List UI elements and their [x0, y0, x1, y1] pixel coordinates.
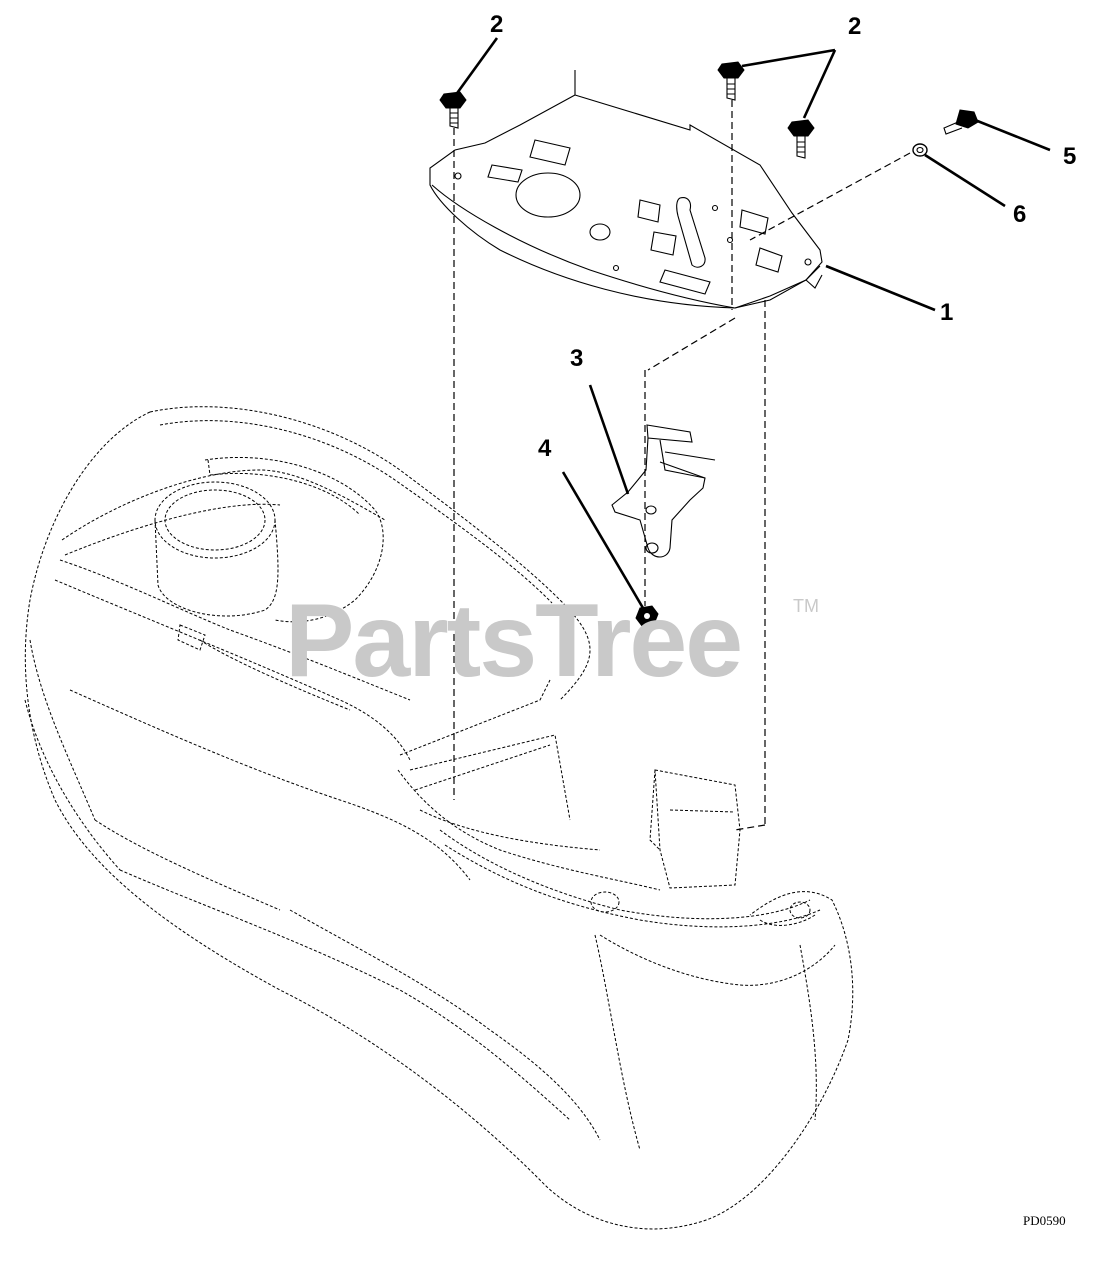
diagram-reference-code: PD0590	[1023, 1213, 1066, 1228]
callout-5: 5	[1063, 143, 1076, 170]
leader-lines	[453, 37, 1051, 609]
control-bracket	[611, 424, 716, 558]
watermark-brand: PartsTree	[285, 583, 741, 699]
fender-body	[24, 406, 854, 1230]
nut-4	[635, 605, 659, 627]
callout-6: 6	[1013, 201, 1026, 228]
callout-1: 1	[940, 299, 953, 326]
washer-6	[912, 143, 928, 157]
watermark-tm: TM	[793, 596, 819, 616]
control-panel-plate	[429, 70, 823, 309]
bolt-2-right	[787, 119, 815, 159]
callout-2-left: 2	[490, 11, 503, 38]
assembly-lines	[453, 100, 911, 831]
callout-2-right: 2	[848, 13, 861, 40]
callout-4: 4	[538, 435, 552, 462]
screw-5	[943, 109, 979, 135]
bolt-2-left	[439, 91, 467, 129]
callout-3: 3	[570, 345, 583, 372]
bolt-2-center	[717, 61, 745, 101]
